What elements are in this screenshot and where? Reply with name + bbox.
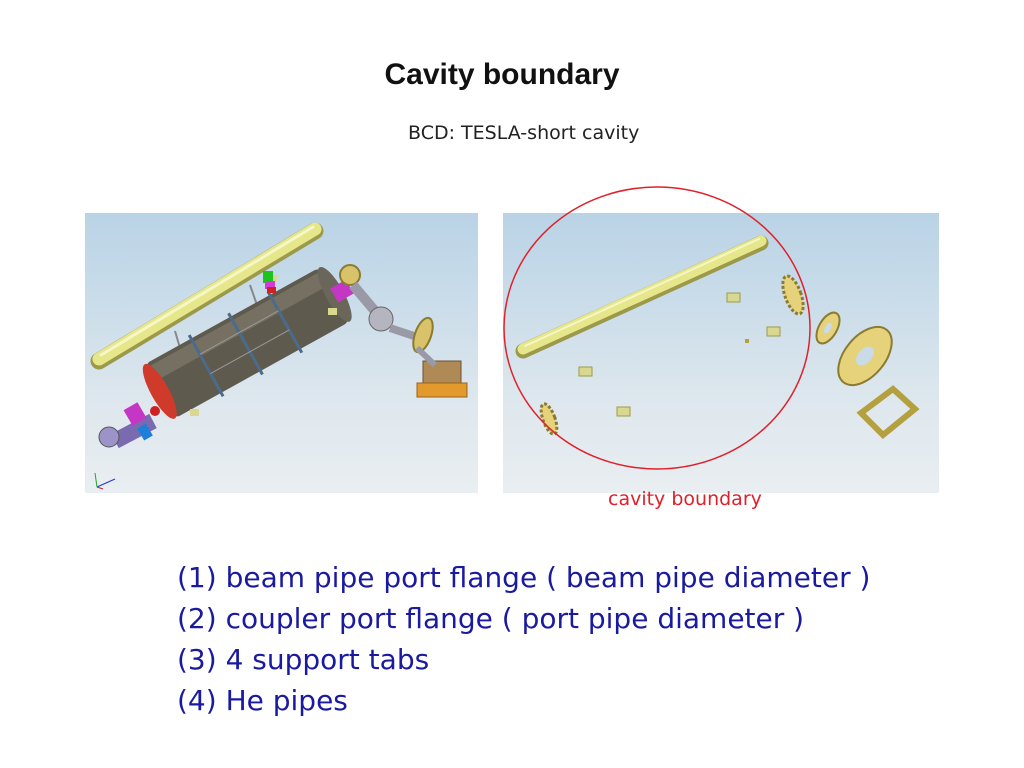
slide-title: Cavity boundary	[384, 58, 620, 91]
he-pipe	[90, 222, 324, 370]
axes-triad-icon	[94, 472, 116, 490]
coupler-assembly	[330, 264, 468, 398]
list-item: (4) He pipes	[177, 684, 348, 717]
boundary-parts-drawing	[515, 235, 920, 440]
beam-pipe-left	[98, 402, 160, 449]
helium-vessel	[142, 266, 352, 419]
list-item: (1) beam pipe port flange ( beam pipe di…	[177, 561, 871, 594]
coupler-port-flange	[815, 311, 920, 440]
boundary-parts-image	[503, 213, 939, 493]
cavity-assembly-image	[85, 213, 478, 493]
boundary-item-list: (1) beam pipe port flange ( beam pipe di…	[177, 557, 870, 721]
he-pipe-boundary	[515, 235, 769, 359]
cavity-boundary-label: cavity boundary	[608, 488, 762, 510]
list-item: (3) 4 support tabs	[177, 643, 430, 676]
list-item: (2) coupler port flange ( port pipe diam…	[177, 602, 805, 635]
slide-subtitle: BCD: TESLA-short cavity	[408, 122, 640, 144]
cavity-assembly-drawing	[90, 222, 468, 490]
beam-pipe-port-flange	[539, 274, 805, 436]
